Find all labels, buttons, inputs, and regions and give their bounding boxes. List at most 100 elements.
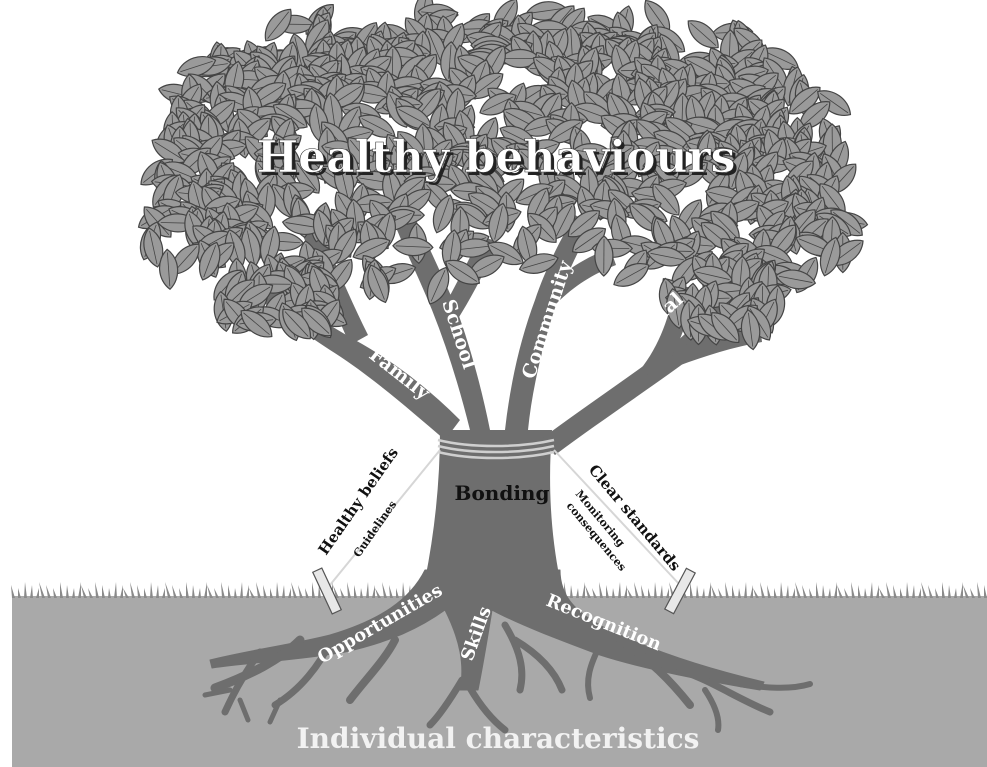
leaf [789,86,821,115]
grass-blade [372,585,375,598]
root-right-3 [702,681,813,733]
leaf-vein [154,141,184,161]
grass-blade [39,582,45,598]
trunk [425,430,560,580]
leaf [613,263,650,287]
rope-right [553,449,681,586]
grass-blade [744,582,747,598]
grass-blade [696,585,699,598]
leaf-vein [294,36,304,70]
leaf [468,254,505,279]
grass-blade [162,588,165,598]
leaf-vein [778,275,813,283]
leaf-vein [603,147,632,167]
grass-blade [618,582,621,598]
leaf-vein [180,60,213,73]
grass-blade [11,585,15,598]
leaf-vein [427,30,442,63]
leaf [518,253,559,274]
grass-blade [606,585,609,598]
grass-blade [186,582,189,598]
rope-left [329,449,441,586]
grass-blade [192,585,195,598]
grass-blade [256,582,261,598]
root-right-2 [676,666,774,716]
leaf [198,241,221,281]
grass-blade [876,585,879,598]
leaf-vein [296,162,318,191]
grass-blade [792,588,795,598]
grass-blade [263,585,267,598]
leaf-vein [650,252,684,261]
grass-blade [711,585,717,598]
grass-blade [893,585,897,598]
stake-right [663,567,697,615]
leaf-vein [690,22,717,46]
grass-blade [599,582,603,598]
grass-blade [912,585,915,598]
leaf [367,264,390,304]
grass-blade [240,582,243,598]
leaf-vein [556,205,573,237]
leaf-vein [203,245,217,278]
leaf-vein [395,245,430,248]
grass-blade [66,585,69,598]
grass-blade [114,582,117,598]
grass-blade [921,582,927,598]
leaf-vein [731,155,744,188]
grass-blade [750,585,753,598]
leaf-vein [355,241,388,257]
grass-blade [214,588,219,598]
grass-blade [60,582,63,598]
grass-blade [970,588,975,598]
leaf-vein [764,51,796,67]
leaf [711,312,740,344]
grass-blade [18,588,21,598]
grass-blade [753,588,759,598]
label-individual-characteristics: Individual characteristics [297,722,700,755]
grass-blade [137,585,141,598]
leaf-vein [529,8,563,14]
grass-blade [333,585,339,598]
grass-blade [732,585,735,598]
grass-blade [382,582,387,598]
leaf-vein [246,230,255,264]
root-left-2 [221,648,264,716]
leaf-vein [819,92,849,114]
leaf [426,266,450,305]
leaf-vein [349,139,373,167]
leaf-vein [712,213,738,239]
grass-blade [634,582,639,598]
root-left-4 [346,636,399,704]
grass-blade [270,588,273,598]
grass-blade [844,588,849,598]
label-bonding: Bonding [455,481,550,505]
grass-blade [822,585,825,598]
leaf-vein [469,169,497,192]
grass-blade [624,585,627,598]
bonding-bands [437,438,555,460]
leaf-vein [833,211,861,234]
grass-blade [221,582,225,598]
grass-blade [760,582,765,598]
grass-blade [30,585,33,598]
grass-blade [690,582,693,598]
leaf-vein [471,257,502,275]
grass-blade [963,585,969,598]
grass-blade [78,582,81,598]
root-left-5 [202,687,283,725]
grass-blade [81,585,87,598]
leaf [159,248,179,291]
grass-blade [36,588,39,598]
leaf-vein [550,122,581,141]
leaf-vein [398,108,429,126]
grass-blade [95,582,99,598]
branch-community [505,215,593,430]
grass-blade [298,585,303,598]
grass-blade [354,585,357,598]
grass-blade [234,588,237,598]
grass-blade [786,585,789,598]
grass-blade [864,588,867,598]
leaf-vein [303,310,330,334]
